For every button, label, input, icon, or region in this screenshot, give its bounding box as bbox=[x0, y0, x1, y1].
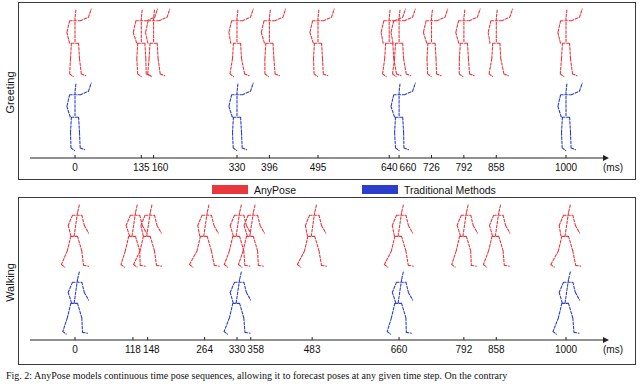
axis-arrowhead bbox=[603, 155, 609, 161]
pose-skeleton bbox=[229, 83, 253, 151]
tick-label: 160 bbox=[152, 162, 169, 174]
pose-skeleton bbox=[67, 83, 91, 151]
pose-skeleton bbox=[553, 272, 580, 334]
pose-skeleton bbox=[229, 9, 253, 77]
pose-skeleton bbox=[488, 9, 512, 77]
pose-skeleton bbox=[63, 272, 89, 334]
pose-skeleton bbox=[239, 205, 265, 267]
axis-tick bbox=[496, 337, 497, 340]
axis-unit: (ms) bbox=[603, 344, 623, 356]
axis-tick bbox=[75, 337, 76, 340]
axis-tick bbox=[153, 155, 154, 158]
panel-label: Walking bbox=[4, 263, 17, 302]
pose-skeleton bbox=[134, 205, 162, 267]
axis-tick bbox=[463, 337, 464, 340]
axis-tick bbox=[399, 337, 400, 340]
tick-label: 330 bbox=[229, 162, 246, 174]
panel-frame: Walking bbox=[18, 197, 636, 365]
panel-frame: Greeting bbox=[18, 2, 636, 180]
tick-label: 660 bbox=[391, 344, 408, 356]
pose-skeleton bbox=[551, 205, 581, 267]
pose-skeleton bbox=[391, 9, 415, 77]
axis-tick bbox=[204, 337, 205, 340]
tick-label: 118 bbox=[125, 344, 141, 356]
axis-tick bbox=[132, 337, 133, 340]
tick-label: 726 bbox=[423, 162, 440, 174]
axis-tick bbox=[463, 155, 464, 158]
pose-skeleton bbox=[456, 9, 480, 77]
tick-label: 135 bbox=[133, 162, 150, 174]
pose-skeleton bbox=[146, 9, 170, 77]
axis-tick bbox=[269, 155, 270, 158]
axis-tick bbox=[566, 155, 567, 158]
pose-skeleton bbox=[452, 205, 478, 267]
legend-text: Traditional Methods bbox=[404, 184, 496, 196]
axis-tick bbox=[75, 155, 76, 158]
axis-tick bbox=[237, 155, 238, 158]
pose-skeleton bbox=[558, 83, 582, 151]
tick-label: 330 bbox=[229, 344, 246, 356]
tick-label: 1000 bbox=[555, 344, 577, 356]
pose-skeleton bbox=[67, 9, 91, 77]
axis-tick bbox=[147, 337, 148, 340]
legend-swatch bbox=[212, 185, 248, 194]
tick-label: 148 bbox=[143, 344, 160, 356]
pose-skeleton bbox=[310, 9, 334, 77]
tick-label: 1000 bbox=[555, 162, 577, 174]
pose-skeleton bbox=[224, 272, 251, 334]
tick-label: 0 bbox=[72, 344, 78, 356]
axis-tick bbox=[389, 155, 390, 158]
figure-caption: Fig. 2: AnyPose models continuous time p… bbox=[6, 370, 507, 382]
tick-label: 396 bbox=[261, 162, 278, 174]
pose-skeleton bbox=[483, 205, 510, 267]
pose-skeleton bbox=[558, 9, 582, 77]
pose-skeleton bbox=[297, 205, 326, 267]
tick-label: 640 bbox=[381, 162, 398, 174]
pose-skeleton bbox=[261, 9, 285, 77]
tick-label: 0 bbox=[72, 162, 78, 174]
tick-label: 858 bbox=[488, 344, 505, 356]
time-axis bbox=[30, 158, 603, 159]
pose-skeleton bbox=[423, 9, 447, 77]
pose-skeleton bbox=[121, 205, 147, 267]
axis-tick bbox=[399, 155, 400, 158]
axis-tick bbox=[141, 155, 142, 158]
pose-skeleton bbox=[391, 83, 415, 151]
tick-label: 792 bbox=[456, 344, 473, 356]
legend-text: AnyPose bbox=[254, 184, 296, 196]
axis-tick bbox=[566, 337, 567, 340]
tick-label: 483 bbox=[304, 344, 321, 356]
tick-label: 495 bbox=[310, 162, 327, 174]
axis-arrowhead bbox=[603, 337, 609, 343]
time-axis bbox=[30, 340, 603, 341]
axis-tick bbox=[250, 337, 251, 340]
axis-tick bbox=[496, 155, 497, 158]
axis-tick bbox=[431, 155, 432, 158]
axis-tick bbox=[237, 337, 238, 340]
pose-skeleton bbox=[61, 205, 88, 267]
pose-skeleton bbox=[384, 205, 413, 267]
axis-tick bbox=[318, 155, 319, 158]
tick-label: 358 bbox=[247, 344, 264, 356]
tick-label: 660 bbox=[400, 162, 417, 174]
axis-tick bbox=[312, 337, 313, 340]
tick-label: 858 bbox=[488, 162, 505, 174]
panel-label: Greeting bbox=[4, 71, 17, 113]
pose-skeleton bbox=[387, 272, 413, 334]
legend-swatch bbox=[362, 185, 398, 194]
tick-label: 264 bbox=[196, 344, 213, 356]
tick-label: 792 bbox=[456, 162, 473, 174]
axis-unit: (ms) bbox=[603, 162, 623, 174]
pose-skeleton bbox=[190, 205, 220, 267]
